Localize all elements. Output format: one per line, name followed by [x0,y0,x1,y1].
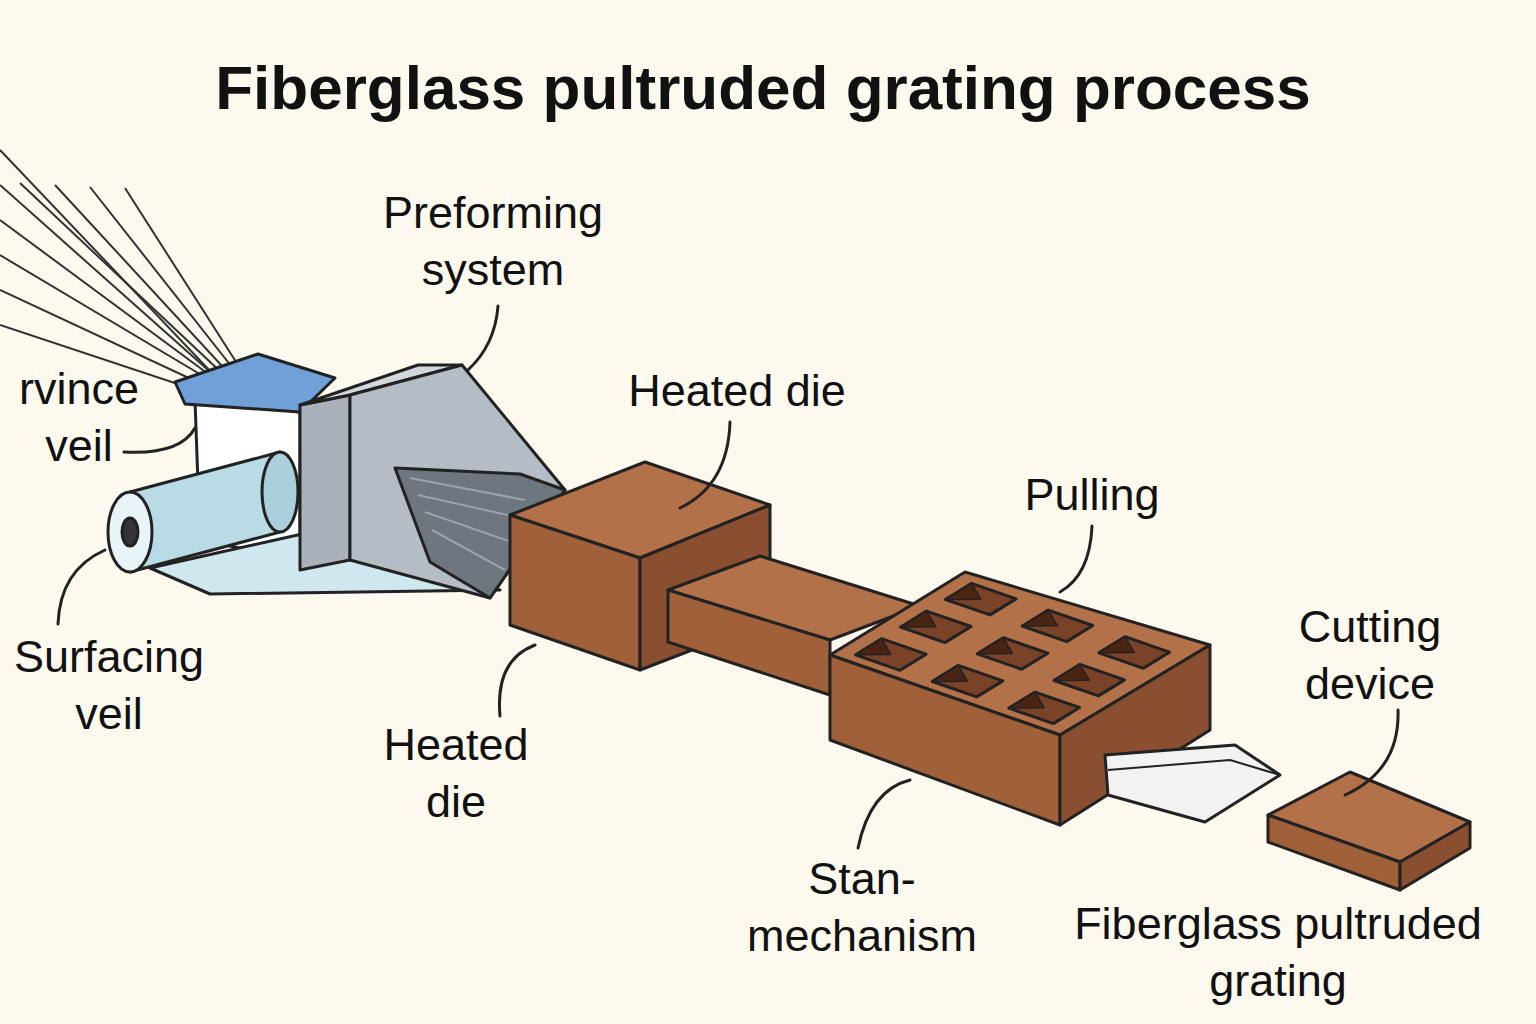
cutting-blade [1105,745,1280,822]
part-label: Preforming system [333,184,653,298]
diagram-title: Fiberglass pultruded grating process [23,52,1503,124]
grating-hole [901,611,972,643]
grating-hole [1099,637,1170,669]
grating-front [830,655,1060,825]
grating-hole [977,638,1048,670]
hole-shadow [1009,692,1044,708]
leader-line [1060,526,1092,592]
leader-line [124,428,195,452]
grating-hole [932,665,1003,697]
grating-hole [1054,664,1125,696]
part-label: Heated die [356,716,556,830]
leader-line [858,780,910,848]
hole-shadow [946,583,981,599]
grating-hole [1009,692,1080,724]
leader-line [58,550,105,624]
part-label: Fiberglass pultruded grating [1063,895,1493,1009]
part-label: Cutting device [1250,598,1490,712]
grating-holes [856,583,1170,723]
veil-roll [130,452,280,572]
grating-hole [856,639,927,671]
leader-line [1345,710,1398,795]
part-label: Pulling [972,466,1212,523]
roll-face [108,492,152,572]
hole-shadow [932,665,967,681]
part-label: Stan- mechanism [722,850,1002,964]
grating-hole [1022,610,1093,642]
hole-shadow [1022,610,1057,626]
grating-hole [946,583,1017,615]
roll-core [122,518,138,546]
profile-front [668,590,830,695]
preformer-side [300,395,350,570]
roll-end [262,452,298,532]
part-label: Surfacing veil [4,628,214,742]
hole-shadow [977,638,1012,654]
hole-shadow [901,611,936,627]
part-label: Heated die [577,362,897,419]
grating-piece-side [1400,822,1470,890]
leader-line [499,645,535,716]
grating-piece-front [1268,815,1400,890]
blade-edge [1108,760,1280,775]
hole-shadow [1099,637,1134,653]
leader-line [468,306,498,370]
part-label: rvince veil [4,360,154,474]
hole-shadow [856,639,891,655]
hole-shadow [1054,664,1089,680]
leader-line [680,422,730,508]
